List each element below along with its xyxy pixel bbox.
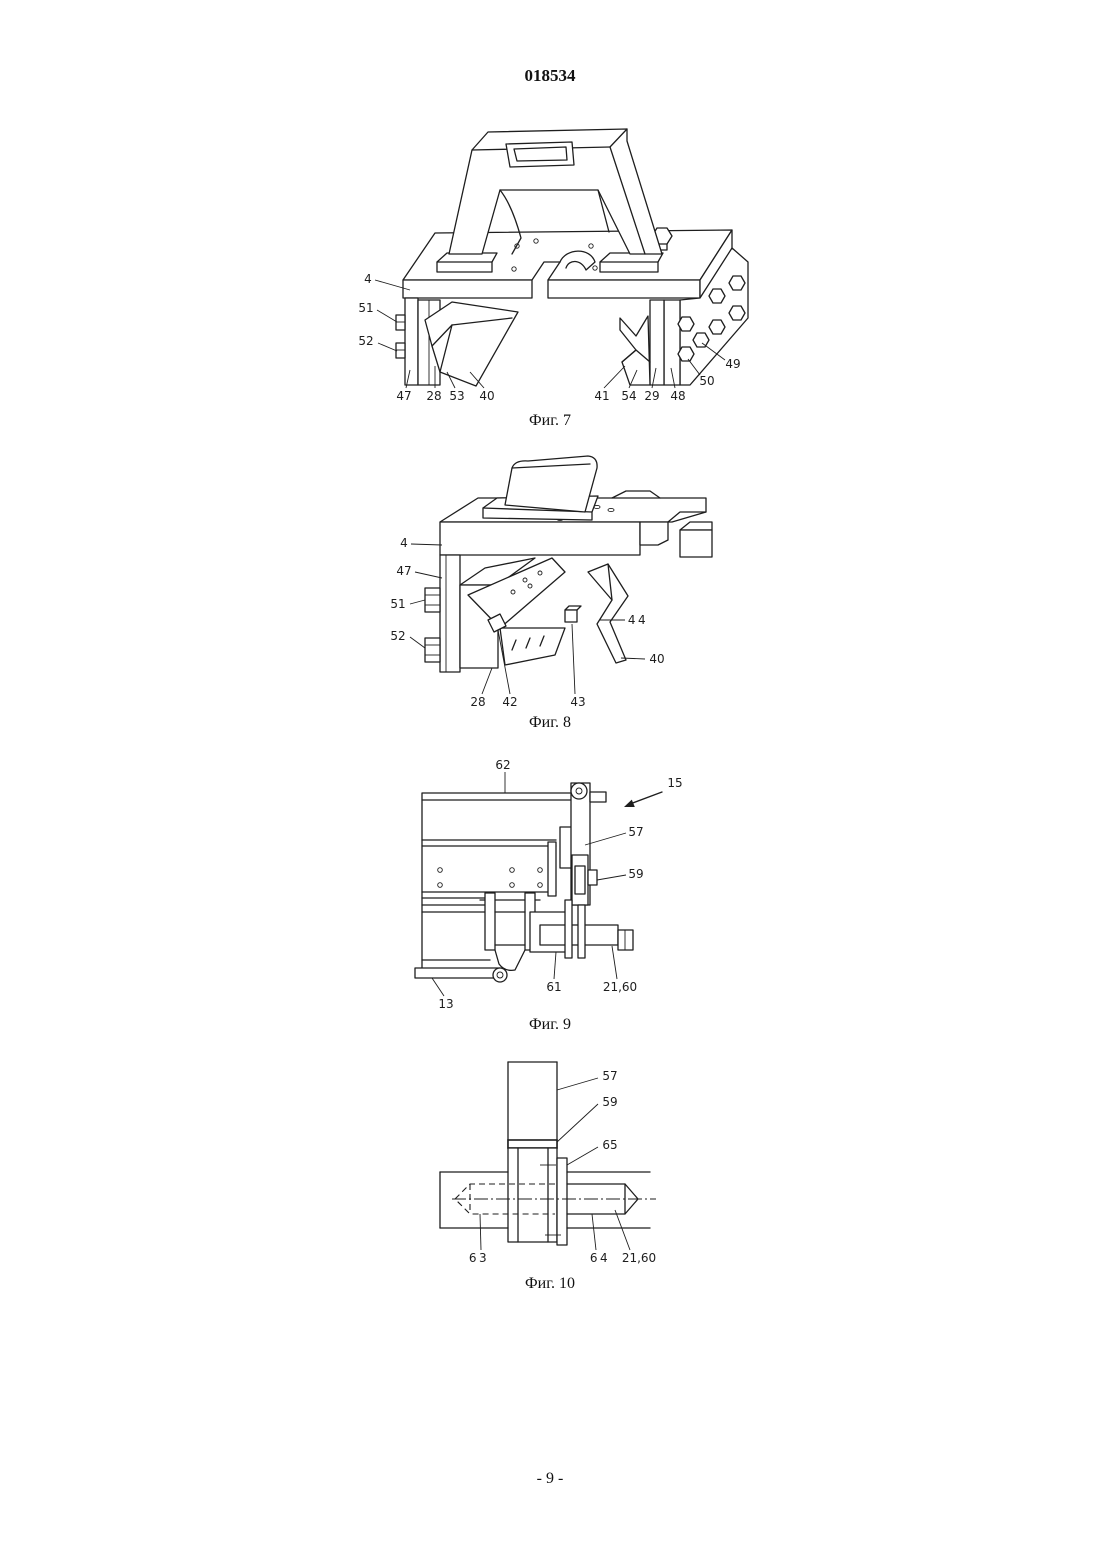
fig8-ref-40: 40 [649,652,664,666]
fig9-drawing: 62 15 57 59 13 61 21,60 [415,758,683,1011]
fig8-jaw-40 [588,564,628,663]
fig9-ref-62: 62 [495,758,510,772]
fig7-ref-41: 41 [594,389,609,403]
fig9-ref-15: 15 [667,776,682,790]
fig8-ref-43: 43 [570,695,585,709]
fig8-ref-28: 28 [470,695,485,709]
fig8-ref-51: 51 [390,597,405,611]
fig7-ref-49: 49 [725,357,740,371]
fig7-ref-40: 40 [479,389,494,403]
fig9-element-59 [572,855,597,905]
fig10-member-57 [508,1062,557,1148]
fig10-ref-57: 57 [602,1069,617,1083]
fig8-left-gripper [425,555,565,672]
fig8-bolt-52 [425,638,440,662]
fig10-ref-64: 64 [590,1251,610,1265]
fig8-clip-43 [565,606,581,622]
fig8-caption: Фиг. 8 [529,714,571,731]
fig7-ref-29: 29 [644,389,659,403]
fig7-ref-4: 4 [364,272,372,286]
fig7-ref-50: 50 [699,374,714,388]
fig9-ref-13: 13 [438,997,453,1011]
fig7-ref-54: 54 [621,389,636,403]
fig9-ref-59: 59 [628,867,643,881]
fig7-ref-53: 53 [449,389,464,403]
fig8-ref-4: 4 [400,536,408,550]
page-number: - 9 - [537,1470,564,1487]
fig10-bracket-65 [508,1148,567,1245]
fig10-ref-59: 59 [602,1095,617,1109]
fig9-arrow-15 [624,792,662,807]
fig9-ref-61: 61 [546,980,561,994]
fig10-ref-63: 63 [469,1251,489,1265]
fig8-ref-47: 47 [396,564,411,578]
fig10-caption: Фиг. 10 [525,1275,575,1292]
fig7-ref-48: 48 [670,389,685,403]
fig8-top-pad [483,456,598,520]
fig9-rod-21-60 [530,900,633,958]
fig7-drawing: 4 51 52 47 28 53 40 41 54 29 48 50 49 [358,129,748,403]
fig9-ref-57: 57 [628,825,643,839]
fig9-ref-21-60: 21,60 [603,980,637,994]
fig7-bolt-52 [396,343,405,358]
fig8-ref-44: 44 [628,613,648,627]
fig7-caption: Фиг. 7 [529,412,571,429]
document-number: 018534 [525,66,577,85]
fig7-ref-47: 47 [396,389,411,403]
fig8-ref-52: 52 [390,629,405,643]
fig7-ref-28: 28 [426,389,441,403]
fig7-ref-52: 52 [358,334,373,348]
fig9-caption: Фиг. 9 [529,1016,571,1033]
fig8-bolt-51 [425,588,440,612]
fig10-band-59 [508,1140,557,1148]
fig7-bolt-51 [396,315,405,330]
fig10-drawing: 57 59 65 63 64 21,60 [440,1062,656,1265]
fig8-ref-42: 42 [502,695,517,709]
fig7-ref-51: 51 [358,301,373,315]
fig7-left-gripper [396,298,518,386]
fig10-ref-65: 65 [602,1138,617,1152]
fig8-drawing: 4 47 51 52 28 42 43 44 40 [390,456,712,709]
fig9-rail-13 [415,968,500,978]
fig7-bolt-50 [678,347,694,361]
fig10-ref-21-60: 21,60 [622,1251,656,1265]
